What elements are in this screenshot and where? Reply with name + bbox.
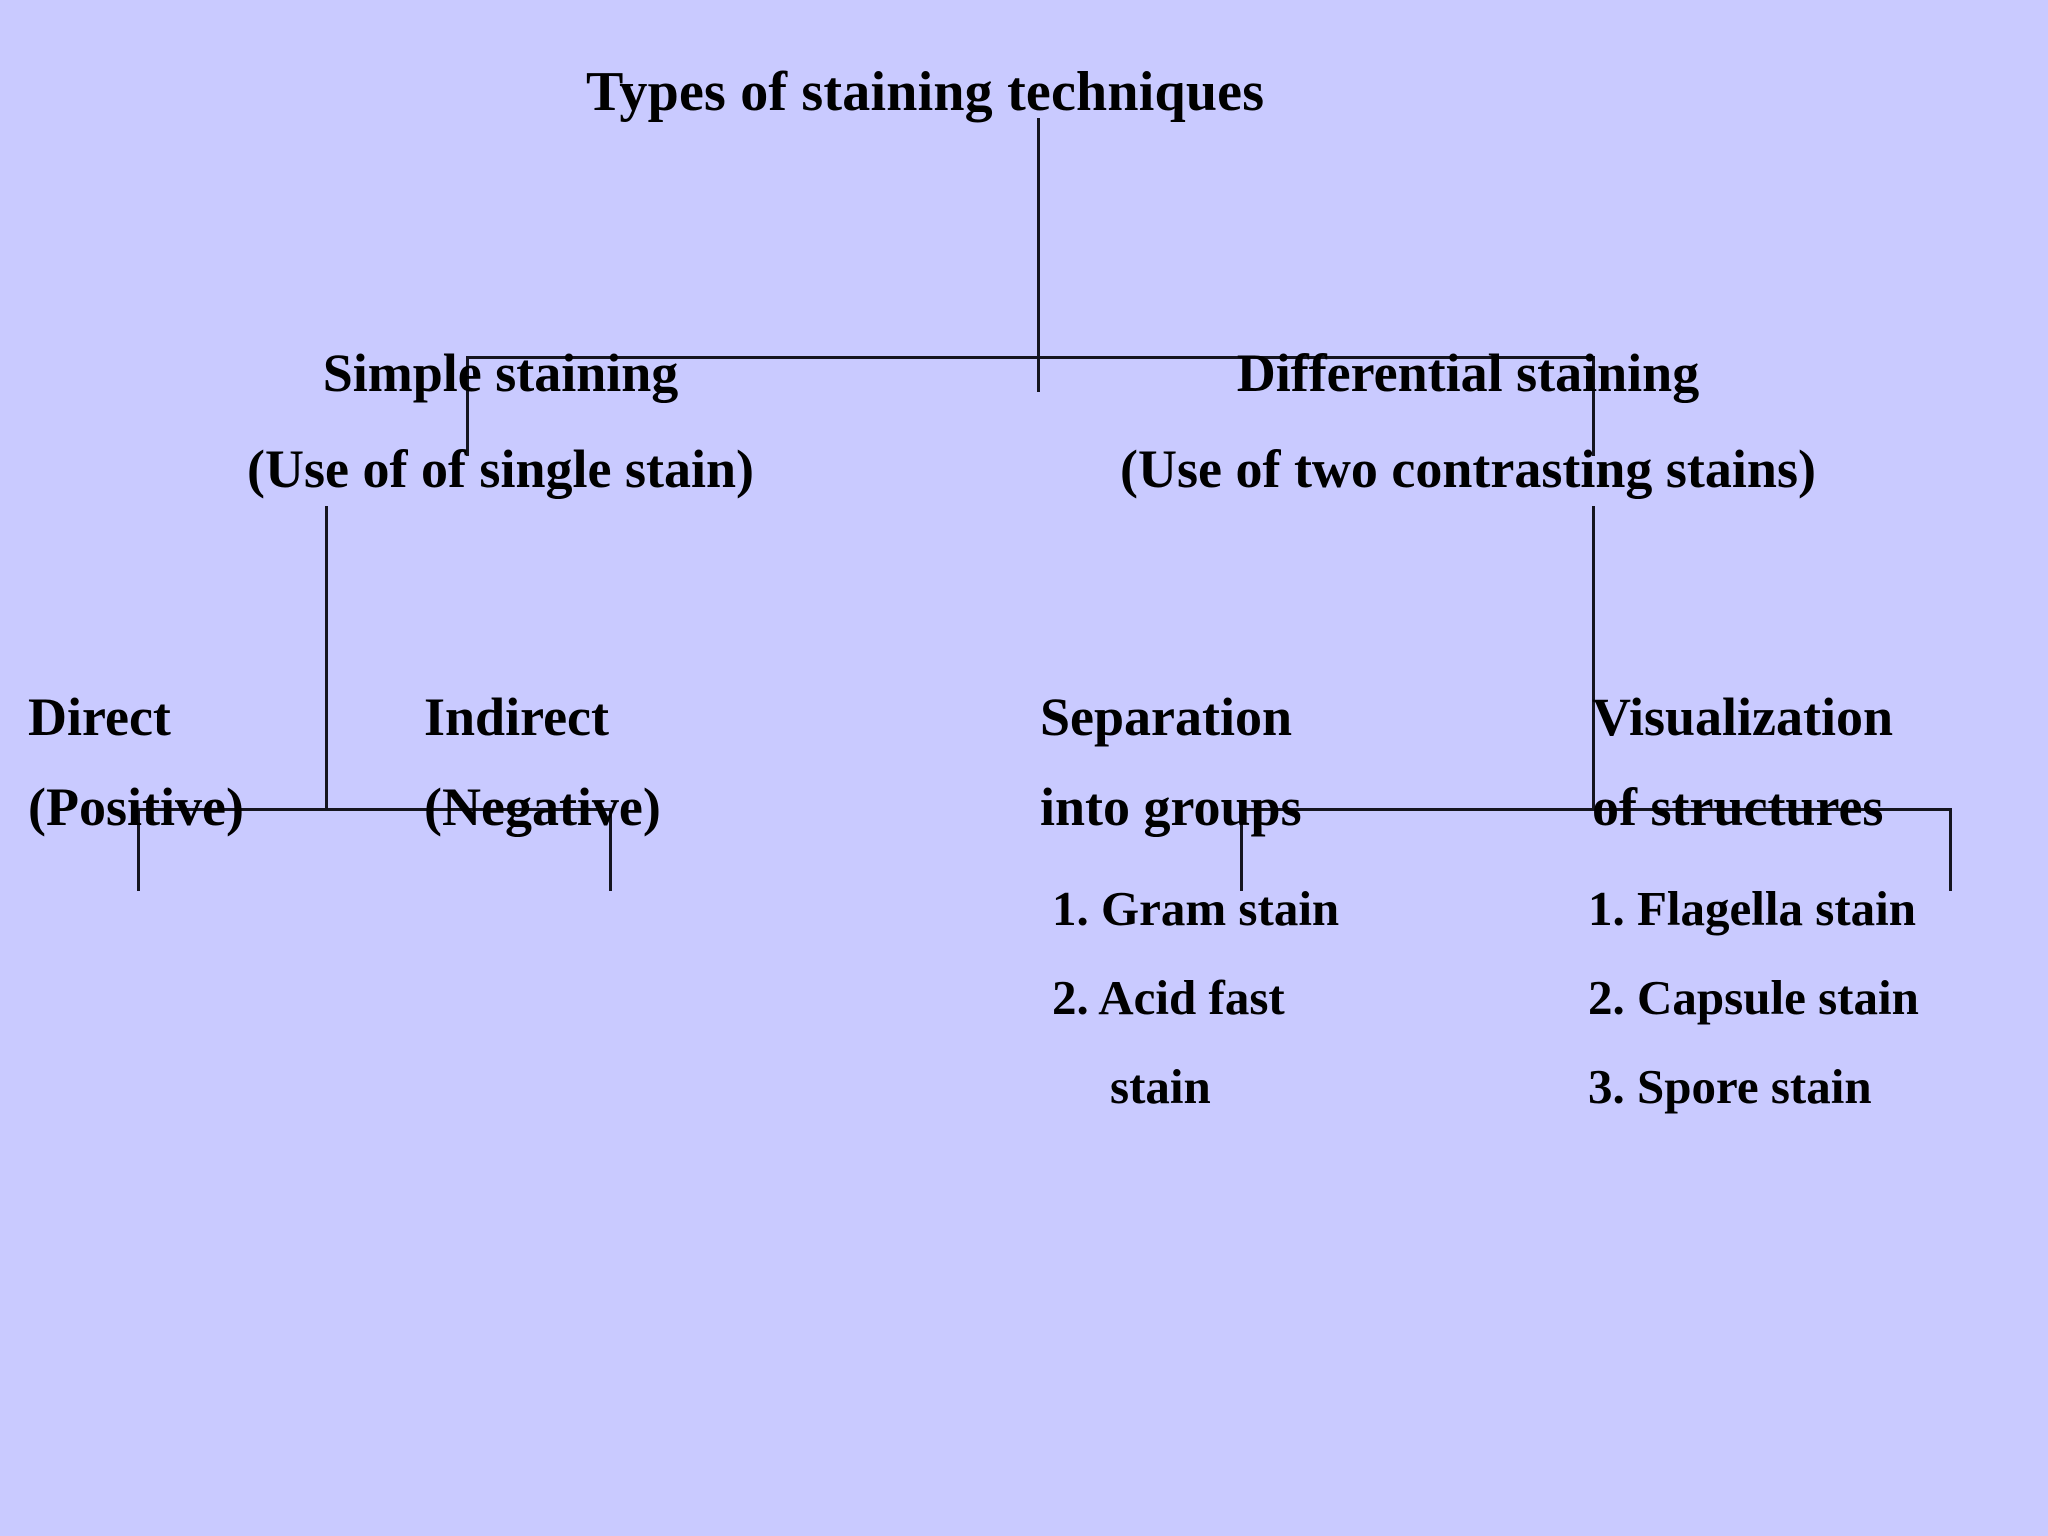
list-visualization-stains: 1. Flagella stain 2. Capsule stain 3. Sp… — [1588, 884, 1919, 1111]
connector-differential-horizontal-bar — [1240, 808, 1952, 811]
leaf-node-separation: Separation into groups — [1040, 690, 1302, 834]
connector-differential-drop-separation — [1240, 808, 1243, 891]
list-item: 2. Capsule stain — [1588, 970, 1919, 1025]
branch-differential-subtitle: (Use of two contrasting stains) — [1120, 439, 1816, 499]
branch-simple-title: Simple staining — [322, 343, 679, 403]
leaf-node-visualization: Visualization of structures — [1592, 690, 1893, 834]
list-item: stain — [1110, 1059, 1211, 1114]
connector-simple-drop-indirect — [609, 808, 612, 891]
connector-simple-horizontal-bar — [137, 808, 612, 811]
leaf-separation-title: Separation — [1040, 687, 1293, 747]
leaf-direct-title: Direct — [28, 687, 171, 747]
list-separation-stains: 1. Gram stain 2. Acid fast stain — [1052, 884, 1339, 1111]
leaf-direct-subtitle: (Positive) — [28, 777, 244, 837]
leaf-visualization-subtitle: of structures — [1592, 777, 1884, 837]
connector-level2-horizontal-bar — [466, 356, 1595, 359]
connector-root-stem — [1037, 118, 1040, 392]
connector-differential-drop-visualization — [1949, 808, 1952, 891]
connector-level2-drop-differential — [1592, 356, 1595, 456]
branch-differential-title: Differential staining — [1236, 343, 1700, 403]
leaf-node-indirect: Indirect (Negative) — [424, 690, 661, 834]
branch-simple-subtitle: (Use of of single stain) — [247, 439, 754, 499]
leaf-visualization-title: Visualization — [1592, 687, 1894, 747]
root-node-types-of-staining-techniques: Types of staining techniques — [586, 64, 1264, 120]
connector-level2-drop-simple — [466, 356, 469, 456]
leaf-node-direct: Direct (Positive) — [28, 690, 244, 834]
leaf-separation-subtitle: into groups — [1040, 777, 1302, 837]
list-item: 2. Acid fast — [1052, 970, 1285, 1025]
connector-differential-stem — [1592, 506, 1595, 811]
root-node-label: Types of staining techniques — [586, 61, 1265, 123]
leaf-indirect-title: Indirect — [424, 687, 609, 747]
list-item: 1. Gram stain — [1052, 881, 1340, 936]
list-item: 3. Spore stain — [1588, 1059, 1872, 1114]
branch-node-simple-staining: Simple staining (Use of of single stain) — [247, 346, 754, 496]
branch-node-differential-staining: Differential staining (Use of two contra… — [1120, 346, 1816, 496]
leaf-indirect-subtitle: (Negative) — [424, 777, 661, 837]
connector-simple-drop-direct — [137, 808, 140, 891]
list-item: 1. Flagella stain — [1588, 881, 1917, 936]
connector-simple-stem — [325, 506, 328, 811]
